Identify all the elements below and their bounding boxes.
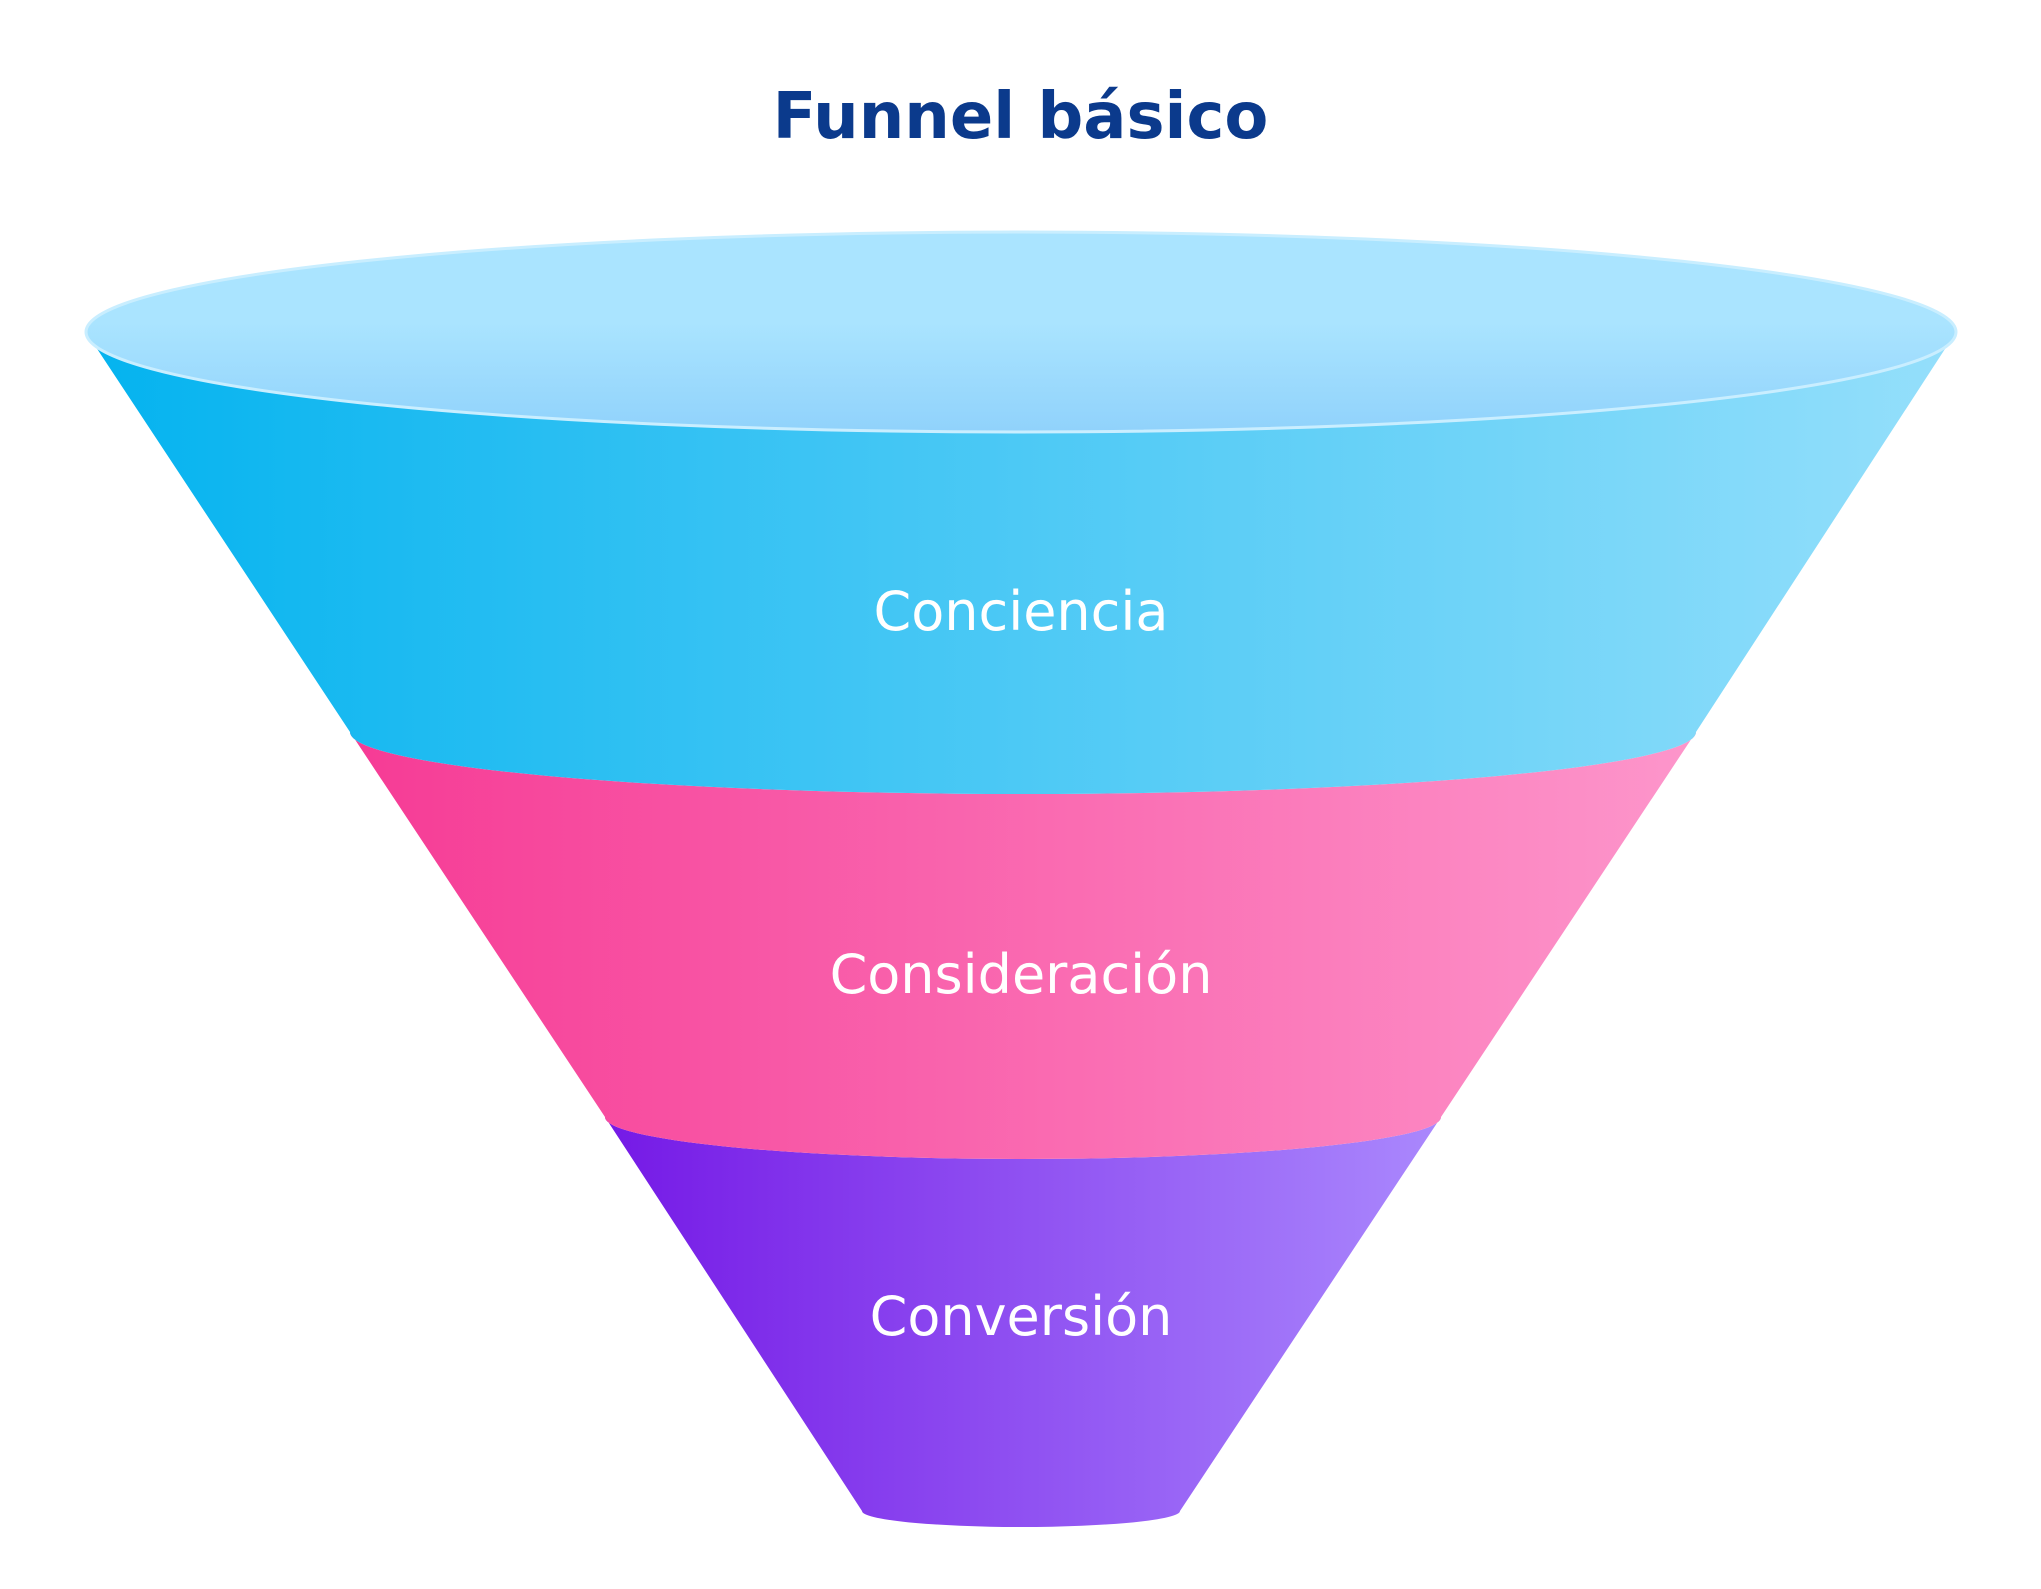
stage-label-consideration: Consideración xyxy=(830,943,1213,1006)
funnel-stage-consideration: Consideración xyxy=(350,732,1696,1159)
funnel-stage-conversion: Conversión xyxy=(605,1117,1441,1527)
stage-label-conversion: Conversión xyxy=(870,1285,1173,1348)
stage-label-awareness: Conciencia xyxy=(874,580,1169,643)
funnel-stage-awareness: Conciencia xyxy=(86,332,1956,794)
stage-band-awareness xyxy=(86,332,1956,794)
stage-band-conversion xyxy=(605,1117,1441,1527)
stage-band-consideration xyxy=(350,732,1696,1159)
diagram-title: Funnel básico xyxy=(772,80,1269,154)
funnel-top-rim xyxy=(84,230,1958,434)
